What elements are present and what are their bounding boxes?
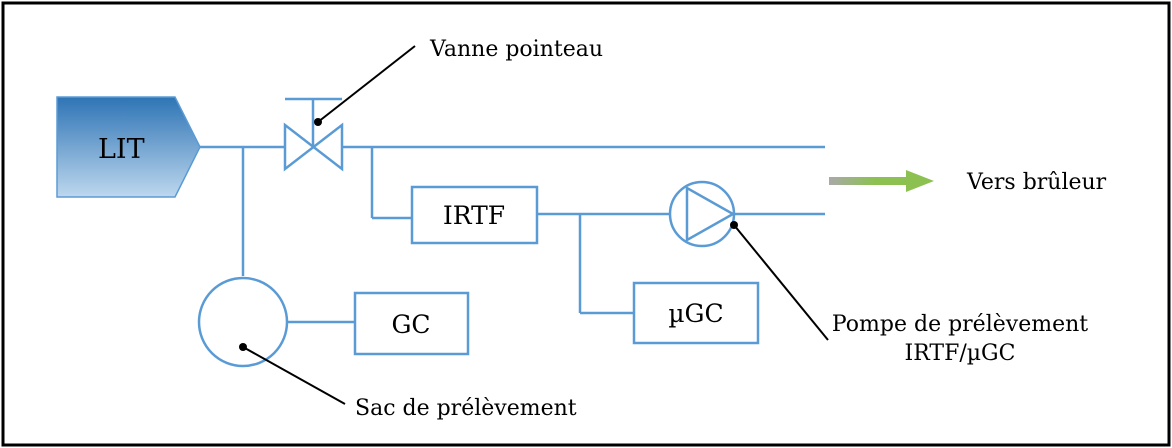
valve-leader-dot [314, 118, 322, 126]
outlet-arrow-head [906, 170, 934, 192]
valve-leader-line [317, 45, 416, 123]
ugc-label: µGC [668, 299, 723, 328]
ugc-box [632, 281, 760, 345]
outlet-label: Vers brûleur [966, 170, 1107, 195]
irtf-analyzer: IRTF [410, 185, 539, 245]
gc-analyzer: GC [353, 291, 470, 356]
bag-circle [197, 276, 289, 368]
bag-leader-dot [239, 343, 247, 351]
valve-label: Vanne pointeau [429, 37, 603, 62]
pump-label-line1: Pompe de prélèvement [832, 312, 1088, 337]
pump-circle [668, 180, 736, 248]
gc-label: GC [391, 310, 430, 339]
needle-valve [283, 97, 344, 172]
pump-triangle [685, 185, 736, 243]
bag-leader-line [242, 346, 346, 405]
irtf-label: IRTF [443, 201, 505, 230]
bag-label: Sac de prélèvement [355, 396, 577, 421]
pump-leader-line [733, 224, 829, 341]
sampling-bag [197, 276, 289, 368]
gc-box [353, 291, 470, 356]
pump-leader-dot [730, 221, 738, 229]
outlet-arrow-shaft [829, 177, 911, 185]
lit-source-label: LIT [98, 134, 145, 165]
ugc-analyzer: µGC [632, 281, 760, 345]
pipe-network [200, 145, 825, 324]
sampling-pump [668, 180, 736, 248]
outlet-arrow [829, 170, 934, 192]
irtf-box [410, 185, 539, 245]
leader-lines [239, 45, 829, 405]
lit-source-shape [56, 96, 201, 198]
lit-source: LIT [56, 96, 201, 198]
pump-label-line2: IRTF/µGC [905, 341, 1016, 366]
